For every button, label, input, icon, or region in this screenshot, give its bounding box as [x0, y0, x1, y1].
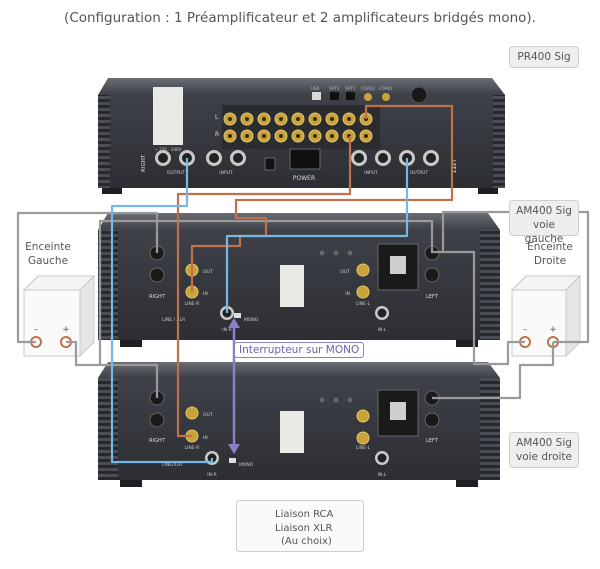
svg-text:LINE / XLR: LINE / XLR: [162, 317, 185, 323]
svg-text:IN-L: IN-L: [378, 472, 387, 478]
diagram-caption: (Configuration : 1 Préamplificateur et 2…: [64, 10, 536, 26]
legend-xlr-label: Liaison XLR: [275, 523, 333, 534]
mono-switch-right: [229, 458, 236, 463]
svg-text:L: L: [215, 114, 219, 121]
amp-left-warning-label: [280, 265, 304, 307]
svg-text:IN: IN: [203, 435, 208, 441]
svg-text:INPUT: INPUT: [364, 170, 378, 176]
amp-right-unit: RIGHT OUT IN LINE-R IN-R LINE/XLR MONO L…: [98, 362, 500, 487]
rca-jack-center: [228, 134, 232, 138]
svg-text:IN-L: IN-L: [378, 327, 387, 333]
iec-power-inlet: [289, 148, 321, 170]
preamp-label: PR400 Sig: [509, 46, 579, 68]
legend-xlr-note: (Au choix): [281, 536, 332, 547]
speaker-wires: [16, 210, 590, 400]
svg-text:MONO: MONO: [244, 317, 259, 323]
wire-left-minus: [16, 211, 159, 344]
rca-jack-center: [245, 117, 249, 121]
power-switch: [264, 157, 276, 171]
svg-text:RIGHT: RIGHT: [141, 154, 147, 172]
amp-right-warning-label: [280, 411, 304, 453]
wire-bridge-left: [100, 363, 159, 398]
svg-text:COAX2: COAX2: [361, 86, 375, 91]
svg-text:LEFT: LEFT: [426, 294, 439, 300]
svg-text:~ 220 - 240V: ~ 220 - 240V: [155, 147, 182, 152]
wire-right-plus: [432, 342, 555, 400]
rca-jack-center: [262, 134, 266, 138]
rca-jack-center: [330, 117, 334, 121]
svg-text:–: –: [523, 325, 528, 335]
svg-text:+: +: [549, 325, 557, 335]
preamp-unit: USB OPT2 OPT1 COAX2 COAX1 L R POW: [98, 78, 505, 194]
svg-text:RIGHT: RIGHT: [149, 294, 166, 300]
svg-text:LINE-L: LINE-L: [356, 301, 371, 307]
svg-text:USB: USB: [311, 86, 319, 91]
preamp-warning-label: [153, 87, 183, 145]
svg-text:OUT: OUT: [203, 412, 213, 418]
cable-legend: Liaison RCA Liaison XLR (Au choix): [236, 500, 364, 552]
svg-text:LINE-R: LINE-R: [185, 301, 200, 307]
amp-left-unit: RIGHT OUT IN LINE-R IN-R LINE / XLR MONO…: [98, 213, 500, 347]
rca-jack-center: [245, 134, 249, 138]
mono-switch-label: Interrupteur sur MONO: [234, 342, 365, 358]
svg-text:IN-R: IN-R: [207, 472, 216, 478]
preamp-xlr-input-right: [206, 150, 246, 166]
usb-port: [312, 92, 321, 100]
svg-text:LINE-R: LINE-R: [185, 445, 200, 451]
xlr-cable-left: [225, 158, 409, 313]
speaker-right: – +: [510, 274, 582, 358]
rca-jack-center: [296, 134, 300, 138]
wire-right-minus-b: [441, 210, 590, 344]
xlr-cable-right: [110, 158, 214, 464]
rca-jack-center: [296, 117, 300, 121]
svg-text:INPUT: INPUT: [219, 170, 233, 176]
preamp-xlr-input-left: [351, 150, 391, 166]
svg-text:R: R: [215, 131, 219, 138]
legend-rca-label: Liaison RCA: [275, 509, 334, 520]
mono-switch-left: [234, 313, 241, 318]
rca-jack-center: [313, 117, 317, 121]
rca-jack-center: [228, 117, 232, 121]
svg-text:OUTPUT: OUTPUT: [167, 170, 186, 176]
rca-jack-center: [279, 134, 283, 138]
svg-text:OUT: OUT: [340, 269, 350, 275]
svg-text:+: +: [62, 325, 70, 335]
power-inlet-round: [410, 86, 428, 104]
rca-cable-left-out: [234, 104, 454, 220]
svg-text:IN-R: IN-R: [222, 327, 231, 333]
xlr-cables: [110, 158, 409, 464]
svg-text:–: –: [34, 325, 39, 335]
wire-right-minus-a: [432, 250, 525, 366]
rca-jack-center: [364, 134, 368, 138]
rca-jack-row-l: [223, 112, 373, 126]
rca-jack-center: [262, 117, 266, 121]
svg-text:OPT2: OPT2: [329, 86, 340, 91]
rca-cable-right-out: [176, 136, 352, 438]
speaker-right-label: Enceinte Droite: [527, 241, 573, 267]
svg-text:RIGHT: RIGHT: [149, 438, 166, 444]
rca-jack-center: [313, 134, 317, 138]
svg-text:LINE-L: LINE-L: [356, 445, 371, 451]
amp-right-label: AM400 Sig voie droite: [509, 432, 579, 468]
svg-text:OUTPUT: OUTPUT: [410, 170, 429, 176]
rca-jack-center: [279, 117, 283, 121]
svg-text:MONO: MONO: [239, 462, 254, 468]
amp-left-label: AM400 Sig voie gauche: [509, 200, 579, 245]
svg-text:OPT1: OPT1: [345, 86, 356, 91]
svg-text:IN: IN: [345, 291, 350, 297]
speaker-left: – +: [22, 274, 96, 358]
speaker-left-label: Enceinte Gauche: [25, 241, 71, 267]
rca-jack-center: [347, 117, 351, 121]
svg-text:IN: IN: [203, 291, 208, 297]
svg-text:POWER: POWER: [293, 175, 315, 182]
svg-text:OUT: OUT: [203, 269, 213, 275]
svg-text:COAX1: COAX1: [379, 86, 393, 91]
rca-jack-center: [330, 134, 334, 138]
svg-text:LINE/XLR: LINE/XLR: [162, 462, 182, 468]
svg-text:LEFT: LEFT: [426, 438, 439, 444]
